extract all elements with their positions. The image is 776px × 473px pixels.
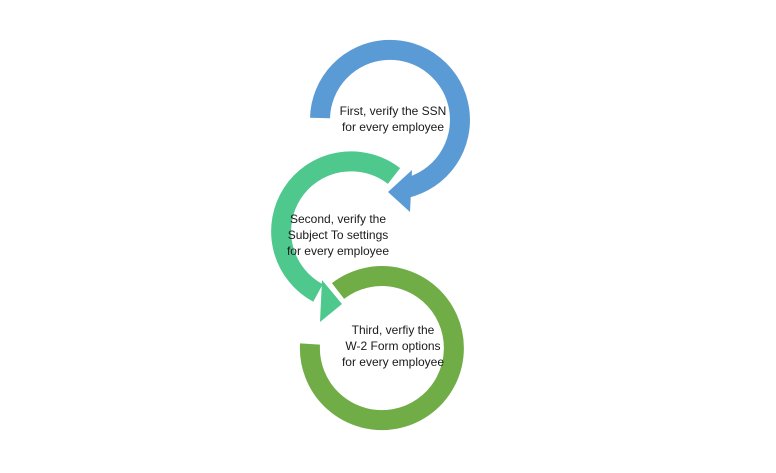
step2-label-line: Second, verify the [289,212,387,226]
step2-label: Second, verify the Subject To settings f… [263,211,413,259]
step2-arrow [271,151,401,322]
step2-label-line: Subject To settings [287,228,389,242]
step2-arc [271,151,401,302]
step2-arrowhead [320,280,342,322]
step1-label-line: for every employee [341,120,445,134]
step3-arrow [299,266,464,431]
step1-arc [310,39,470,198]
step1-arrow [310,39,470,212]
step3-label: Third, verfiy the W-2 Form options for e… [318,322,468,370]
step3-label-line: W-2 Form options [345,339,441,353]
step1-label-line: First, verify the SSN [339,104,447,118]
step3-label-line: for every employee [341,355,445,369]
step3-label-line: Third, verfiy the [351,323,435,337]
step1-label: First, verify the SSN for every employee [318,103,468,135]
step3-arc [299,266,464,431]
step2-label-line: for every employee [286,244,390,258]
step1-arrowhead [388,170,412,212]
